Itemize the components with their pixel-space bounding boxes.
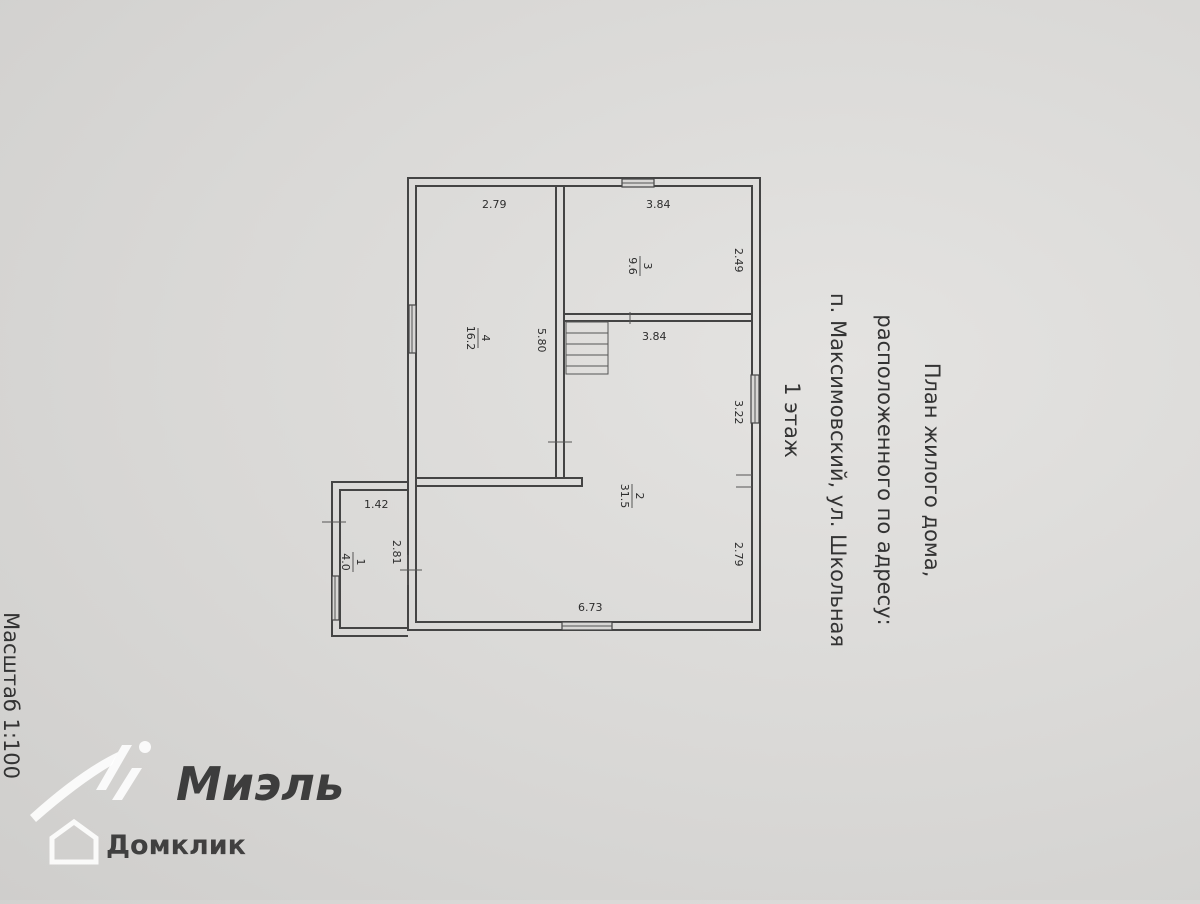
outer-walls — [407, 177, 761, 631]
watermark-mark-icon — [30, 741, 151, 822]
doors — [322, 521, 422, 585]
title-line-1: План жилого дома, — [920, 363, 944, 578]
dim-room4-depth: 5.80 — [535, 328, 548, 353]
dim-hall-width: 3.84 — [642, 330, 667, 343]
interior-walls — [415, 185, 753, 488]
watermark-sub: Домклик — [106, 830, 246, 861]
room-3-label: 3 9.6 — [626, 256, 654, 276]
dim-porch-depth: 2.81 — [390, 540, 403, 565]
watermark-logo: Миэль Домклик — [30, 741, 344, 865]
dim-room3-depth: 2.49 — [732, 248, 745, 273]
room-2-area: 31.5 — [618, 484, 631, 509]
room-2-label: 2 31.5 — [618, 484, 646, 509]
room-1-area: 4.0 — [339, 553, 352, 571]
scale-note: Масштаб 1:100 — [0, 612, 23, 779]
room-4-area: 16.2 — [464, 326, 477, 351]
windows — [331, 178, 760, 631]
room-4-label: 4 16.2 — [464, 326, 492, 351]
dim-hall-lower: 2.79 — [732, 542, 745, 567]
room-3-area: 9.6 — [626, 257, 639, 275]
dim-room4-width: 2.79 — [482, 198, 507, 211]
title-line-2: расположенного по адресу: — [873, 314, 897, 625]
dimension-labels: 2.79 3.84 2.49 5.80 3.84 3.22 1.42 2.81 … — [364, 198, 745, 614]
porch-walls — [331, 481, 408, 637]
room-1-number: 1 — [354, 559, 367, 566]
staircase — [565, 321, 609, 375]
title-line-4: 1 этаж — [780, 382, 804, 458]
dim-porch-width: 1.42 — [364, 498, 389, 511]
dim-room3-width: 3.84 — [646, 198, 671, 211]
room-3-number: 3 — [641, 263, 654, 270]
title-line-3: п. Максимовский, ул. Школьная — [826, 293, 850, 647]
plan-title: План жилого дома, расположенного по адре… — [780, 293, 944, 647]
room-2-number: 2 — [633, 493, 646, 500]
watermark-house-icon — [49, 818, 99, 865]
room-4-number: 4 — [479, 335, 492, 342]
dim-hall-upper: 3.22 — [732, 400, 745, 425]
watermark-brand: Миэль — [176, 757, 344, 811]
room-1-label: 1 4.0 — [339, 552, 367, 572]
dim-bottom-length: 6.73 — [578, 601, 603, 614]
